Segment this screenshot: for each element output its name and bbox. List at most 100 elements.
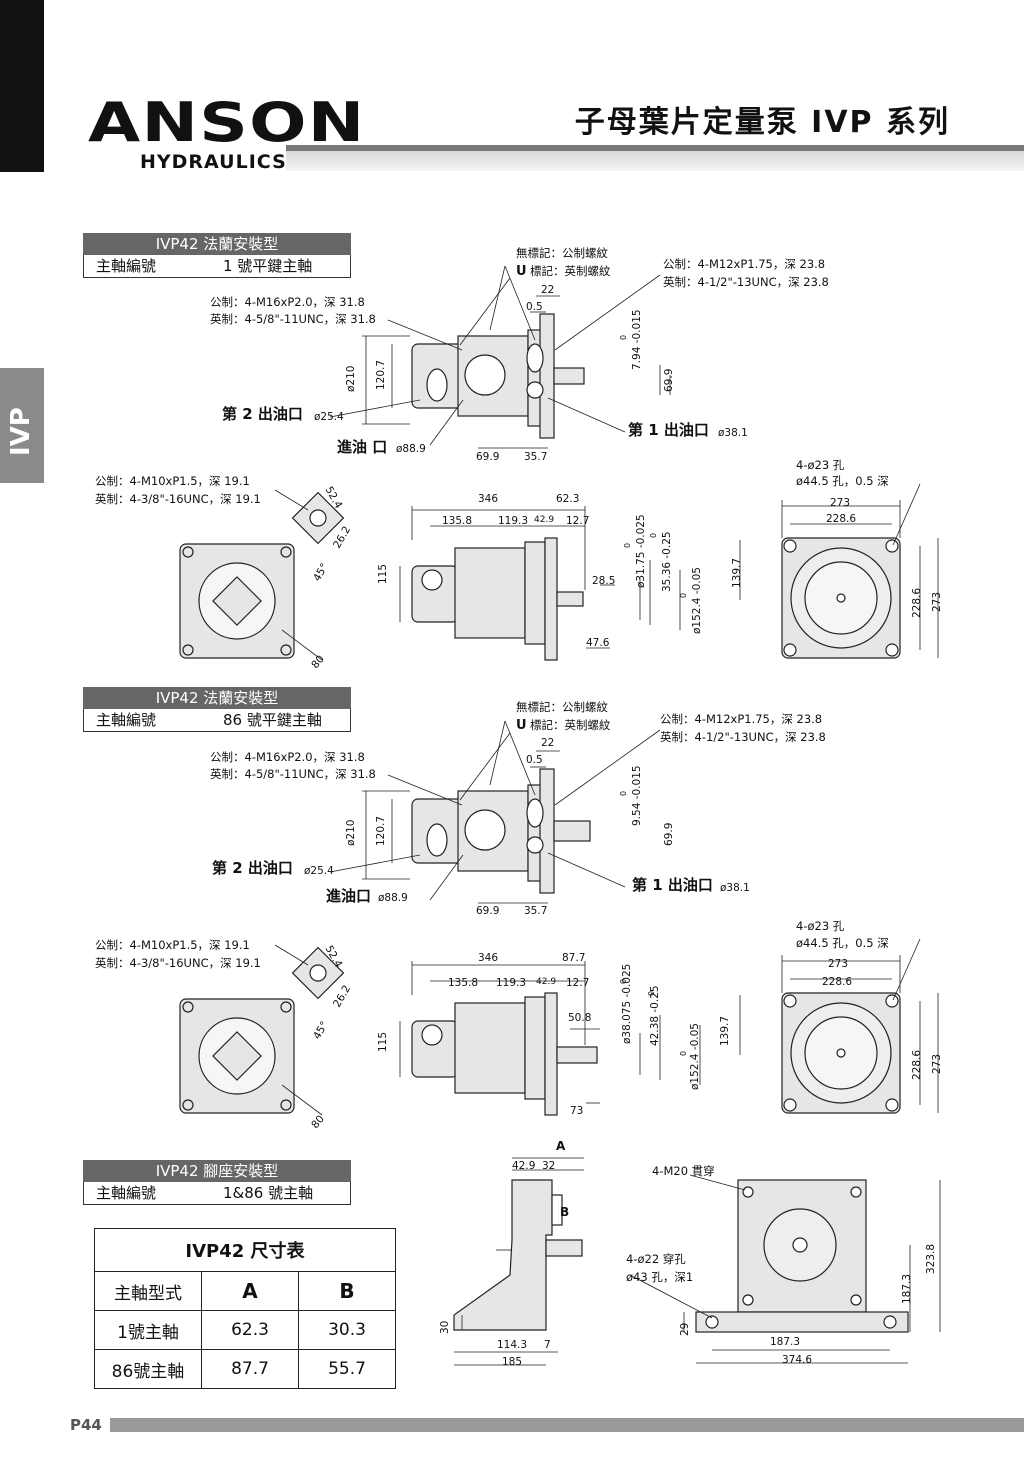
dim-273-v: 273 <box>931 1053 943 1074</box>
dim-73: 73 <box>570 1105 584 1117</box>
label-inlet: 進油口 <box>326 887 372 905</box>
label-out1-d: ø38.1 <box>718 427 748 439</box>
dim-22: 22 <box>541 737 555 749</box>
brand-logo: ANSON <box>88 91 366 154</box>
dim-29: 29 <box>679 1322 691 1336</box>
dim-key-zero: 0 <box>619 790 628 796</box>
dim-228-6-v: 228.6 <box>911 1049 923 1080</box>
dim-228-6-h: 228.6 <box>826 513 857 525</box>
dim-187-3-h: 187.3 <box>770 1336 801 1348</box>
dim-120-7: 120.7 <box>375 359 387 390</box>
spec-box-1: IVP42 法蘭安裝型 主軸編號 1 號平鍵主軸 <box>83 233 351 278</box>
spec-row-value: 1 號平鍵主軸 <box>223 257 313 275</box>
spec-head: IVP42 法蘭安裝型 <box>83 687 351 709</box>
dim-12-7: 12.7 <box>566 977 590 989</box>
table-cell: 55.7 <box>298 1349 396 1389</box>
spec-row-value: 86 號平鍵主軸 <box>223 711 322 729</box>
dim-32: 32 <box>542 1160 556 1172</box>
dim-7: 7 <box>544 1339 551 1351</box>
dim-185: 185 <box>502 1356 523 1368</box>
label-mid-imperial: 英制：4-5/8"-11UNC，深 31.8 <box>210 312 376 326</box>
table-header: B <box>298 1271 396 1311</box>
spec-row-value: 1&86 號主軸 <box>223 1184 314 1202</box>
dim-pilot: ø152.4 -0.05 <box>691 567 703 634</box>
dim-119-3: 119.3 <box>496 977 527 989</box>
table-cell: 86號主軸 <box>94 1349 202 1389</box>
table-cell: 87.7 <box>201 1349 299 1389</box>
dim-pilot-zero: 0 <box>679 1050 688 1056</box>
dim-shaft: ø31.75 -0.025 <box>635 514 647 588</box>
label-top-imperial: 英制：4-1/2"-13UNC，深 23.8 <box>663 275 829 289</box>
dim-120-7: 120.7 <box>375 815 387 846</box>
dim-346: 346 <box>478 952 499 964</box>
dim-key: 9.54 -0.015 <box>631 765 643 826</box>
label-top-imperial: 英制：4-1/2"-13UNC，深 23.8 <box>660 730 826 744</box>
dim-12-7: 12.7 <box>566 515 590 527</box>
page-number: P44 <box>70 1416 102 1434</box>
dim-115: 115 <box>377 1031 389 1052</box>
dim-114-3: 114.3 <box>497 1339 528 1351</box>
label-mid-imperial: 英制：4-5/8"-11UNC，深 31.8 <box>210 767 376 781</box>
label-out2: 第 2 出油口 <box>212 859 293 877</box>
label-out1-d: ø38.1 <box>720 882 750 894</box>
label-h22: 4-ø22 穿孔 <box>626 1252 686 1266</box>
label-port-metric: 公制：4-M10xP1.5，深 19.1 <box>95 474 250 488</box>
label-inlet: 進油 口 <box>337 438 388 456</box>
label-inlet-d: ø88.9 <box>378 892 408 904</box>
sidebar-black-bar <box>0 0 44 172</box>
dim-62-3: 62.3 <box>556 493 580 505</box>
spec-box-2: IVP42 法蘭安裝型 主軸編號 86 號平鍵主軸 <box>83 687 351 732</box>
label-thread-none: 無標記：公制螺紋 <box>516 246 608 260</box>
dim-273-h: 273 <box>828 958 849 970</box>
page-title: 子母葉片定量泵 IVP 系列 <box>574 105 950 140</box>
label-mid-metric: 公制：4-M16xP2.0，深 31.8 <box>210 295 365 309</box>
dim-key-height-zero: 0 <box>647 990 656 996</box>
dim-28-5: 28.5 <box>592 575 616 587</box>
dim-shaft-zero: 0 <box>619 978 628 984</box>
label-u: U <box>516 718 527 733</box>
dim-139-7: 139.7 <box>719 1015 731 1046</box>
dim-119-3: 119.3 <box>498 515 529 527</box>
dimension-table: IVP42 尺寸表 主軸型式 A B 1號主軸 62.3 30.3 86號主軸 … <box>94 1228 396 1389</box>
header-rule <box>286 145 1024 151</box>
dim-69-9-h: 69.9 <box>476 905 500 917</box>
dim-210: ø210 <box>345 819 357 846</box>
label-out2-d: ø25.4 <box>304 865 334 877</box>
spec-head: IVP42 腳座安裝型 <box>83 1160 351 1182</box>
dim-22: 22 <box>541 284 555 296</box>
table-row: 1號主軸 62.3 30.3 <box>94 1310 396 1350</box>
label-holes1: 4-ø23 孔 <box>796 458 845 472</box>
label-out1: 第 1 出油口 <box>628 421 709 439</box>
dim-273-h: 273 <box>830 497 851 509</box>
dim-135-8: 135.8 <box>442 515 473 527</box>
dim-50-8: 50.8 <box>568 1012 592 1024</box>
dim-pilot: ø152.4 -0.05 <box>689 1023 701 1090</box>
dim-shaft: ø38.075 -0.025 <box>621 963 633 1044</box>
spec-row-label: 主軸編號 <box>96 257 157 275</box>
dim-323-8: 323.8 <box>925 1243 937 1274</box>
label-holes2: ø44.5 孔，0.5 深 <box>796 936 889 950</box>
label-port-imperial: 英制：4-3/8"-16UNC，深 19.1 <box>95 492 261 506</box>
table-cell: 30.3 <box>298 1310 396 1350</box>
dim-374-6: 374.6 <box>782 1354 813 1366</box>
dim-key-height-zero: 0 <box>649 532 658 538</box>
dim-69-9-v: 69.9 <box>663 368 675 392</box>
header-gradient <box>286 151 1024 171</box>
label-thread-u: 標記：英制螺紋 <box>530 264 611 278</box>
label-thread-none: 無標記：公制螺紋 <box>516 700 608 714</box>
label-holes1: 4-ø23 孔 <box>796 919 845 933</box>
dim-0-5: 0.5 <box>526 754 543 766</box>
dim-273-v: 273 <box>931 591 943 612</box>
dim-69-9-v: 69.9 <box>663 822 675 846</box>
dim-69-9-h: 69.9 <box>476 451 500 463</box>
table-caption: IVP42 尺寸表 <box>94 1228 396 1272</box>
table-header: A <box>201 1271 299 1311</box>
spec-row: 主軸編號 86 號平鍵主軸 <box>83 709 351 732</box>
spec-row-label: 主軸編號 <box>96 711 157 729</box>
dim-228-6-h: 228.6 <box>822 976 853 988</box>
spec-row: 主軸編號 1 號平鍵主軸 <box>83 255 351 278</box>
dim-228-6-v: 228.6 <box>911 587 923 618</box>
label-port-imperial: 英制：4-3/8"-16UNC，深 19.1 <box>95 956 261 970</box>
dim-87-7: 87.7 <box>562 952 586 964</box>
